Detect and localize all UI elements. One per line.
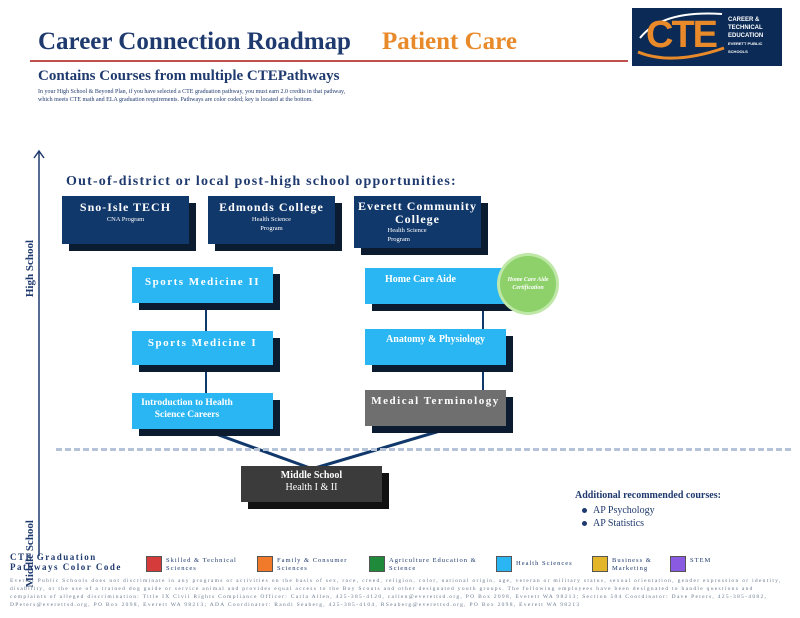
home-care-aide-box: Home Care Aide [365, 268, 506, 304]
connector-line [205, 304, 207, 332]
list-item-label: AP Statistics [593, 518, 645, 529]
vertical-axis-arrow-icon [33, 149, 45, 556]
course-label: Middle School [280, 470, 343, 481]
intro-text: In your High School & Beyond Plan, if yo… [38, 89, 346, 103]
certification-badge-icon: Home Care Aide Certification [500, 256, 556, 312]
logo-swoosh-icon [637, 12, 725, 60]
high-middle-divider [56, 448, 791, 451]
course-label: Sports Medicine II [145, 276, 260, 288]
additional-courses-title: Additional recommended courses: [575, 490, 721, 501]
box-detail: CNA Program [106, 216, 145, 223]
list-item: AP Psychology [582, 504, 655, 517]
sports-medicine-1-box: Sports Medicine I [132, 331, 273, 365]
bullet-icon [582, 521, 587, 527]
page-title: Career Connection Roadmap [38, 28, 351, 55]
box-title: Everett Community College [357, 199, 478, 226]
logo-line: EVERETT PUBLIC SCHOOLS [728, 41, 763, 54]
connector-line [482, 304, 484, 332]
course-label: Home Care Aide [385, 274, 456, 285]
legend-title: CTE Graduation Pathways Color Code [10, 552, 122, 572]
post-high-school-heading: Out-of-district or local post-high schoo… [66, 174, 457, 189]
purple-swatch-icon [670, 556, 686, 572]
legend-title-line: CTE Graduation [10, 552, 97, 562]
edmonds-college-box: Edmonds College Health Science Program [208, 196, 335, 244]
course-label: Sports Medicine I [147, 337, 258, 349]
course-label: Introduction to Health Science Careers [141, 398, 233, 420]
connector-line [482, 366, 484, 390]
list-item: AP Statistics [582, 517, 655, 530]
legend-label: Business & Marketing [612, 557, 652, 572]
medical-terminology-box: Medical Terminology [365, 390, 506, 426]
nondiscrimination-footer: Everett Public Schools does not discrimi… [10, 578, 782, 608]
logo-line: CAREER & [728, 17, 760, 23]
middle-school-health-box: Middle School Health I & II [241, 466, 382, 502]
list-item-label: AP Psychology [593, 505, 655, 516]
course-label: Anatomy & Physiology [386, 334, 485, 345]
course-label: Health I & II [285, 482, 338, 493]
pathway-title: Patient Care [382, 28, 517, 55]
legend-label: Health Sciences [516, 560, 573, 567]
box-title: Sno-Isle TECH [79, 200, 172, 214]
logo-text: CAREER & TECHNICAL EDUCATION EVERETT PUB… [728, 16, 780, 56]
yellow-swatch-icon [592, 556, 608, 572]
legend-label: Skilled & Technical Sciences [166, 557, 237, 572]
logo-mark: CTE [646, 14, 718, 56]
light-blue-swatch-icon [496, 556, 512, 572]
sno-isle-tech-box: Sno-Isle TECH CNA Program [62, 196, 189, 244]
everett-community-college-box: Everett Community College Health Science… [354, 196, 481, 248]
sports-medicine-2-box: Sports Medicine II [132, 267, 273, 303]
box-detail: Health Science Program [251, 216, 292, 232]
badge-label: Home Care Aide Certification [507, 277, 549, 291]
red-swatch-icon [146, 556, 162, 572]
legend-label: STEM [690, 557, 712, 564]
orange-swatch-icon [257, 556, 273, 572]
sub-heading: Contains Courses from multiple CTEPathwa… [38, 68, 340, 84]
green-swatch-icon [369, 556, 385, 572]
legend-title-line: Pathways Color Code [10, 562, 122, 572]
connector-line [205, 366, 207, 394]
logo-line: EDUCATION [728, 33, 764, 39]
course-label: Medical Terminology [371, 395, 500, 407]
cte-logo: CTE CAREER & TECHNICAL EDUCATION EVERETT… [632, 8, 782, 66]
box-title: Edmonds College [219, 200, 324, 214]
anatomy-physiology-box: Anatomy & Physiology [365, 329, 506, 365]
header-divider [30, 60, 628, 62]
legend-label: Agriculture Education & Science [389, 557, 477, 572]
bullet-icon [582, 508, 587, 514]
box-detail: Health Science Program [387, 227, 427, 243]
legend-label: Family & Consumer Sciences [277, 557, 348, 572]
intro-health-science-box: Introduction to Health Science Careers [132, 393, 273, 429]
logo-line: TECHNICAL [728, 25, 763, 31]
additional-courses-list: AP Psychology AP Statistics [582, 504, 655, 530]
